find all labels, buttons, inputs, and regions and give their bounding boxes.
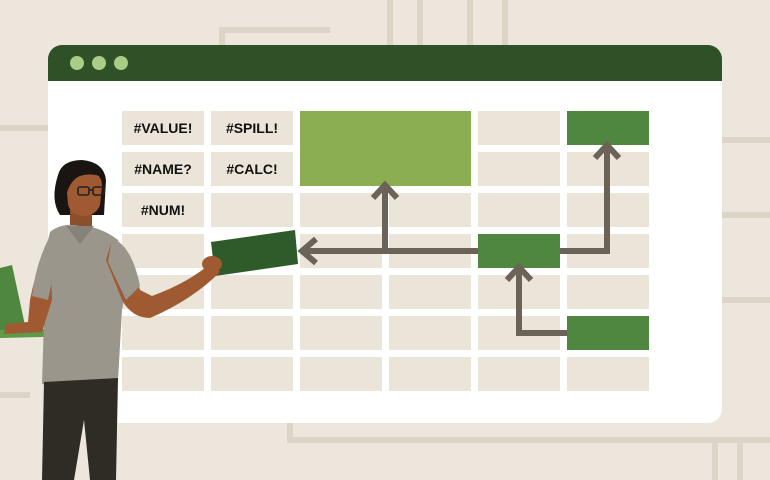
arrow-icon [516, 268, 567, 336]
grid-cell [389, 357, 471, 391]
target-cell-block [567, 111, 649, 145]
grid-cell [122, 357, 204, 391]
grid-cell [567, 275, 649, 309]
arrow-icon [560, 145, 610, 254]
error-num-cell: #NUM! [122, 193, 204, 227]
arrow-icon [370, 180, 400, 201]
grid-cell [478, 111, 560, 145]
grid-cell [122, 316, 204, 350]
grid-cell [478, 193, 560, 227]
arrow-icon [504, 262, 534, 283]
grid-cell [478, 357, 560, 391]
grid-cell [300, 275, 382, 309]
grid-cell [300, 316, 382, 350]
window-dot-icon [70, 56, 84, 70]
window-titlebar [48, 45, 722, 81]
window-dot-icon [92, 56, 106, 70]
grid-cell [478, 152, 560, 186]
error-spill-cell: #SPILL! [211, 111, 293, 145]
error-name-cell: #NAME? [122, 152, 204, 186]
grid-cell [211, 275, 293, 309]
held-cell-block [211, 230, 298, 276]
error-value-cell: #VALUE! [122, 111, 204, 145]
grid-cell [122, 234, 204, 268]
grid-cell [211, 193, 293, 227]
grid-cell [567, 357, 649, 391]
arrow-icon [297, 236, 318, 266]
grid-cell [211, 316, 293, 350]
source-cell-block [478, 234, 560, 268]
spill-range-block [300, 111, 471, 186]
grid-cell [389, 193, 471, 227]
grid-cell [389, 275, 471, 309]
input-cell-block [567, 316, 649, 350]
grid-cell [300, 193, 382, 227]
grid-cell [389, 316, 471, 350]
window-dot-icon [114, 56, 128, 70]
grid-cell [211, 357, 293, 391]
error-calc-cell: #CALC! [211, 152, 293, 186]
arrow-icon [592, 140, 622, 161]
grid-cell [300, 357, 382, 391]
